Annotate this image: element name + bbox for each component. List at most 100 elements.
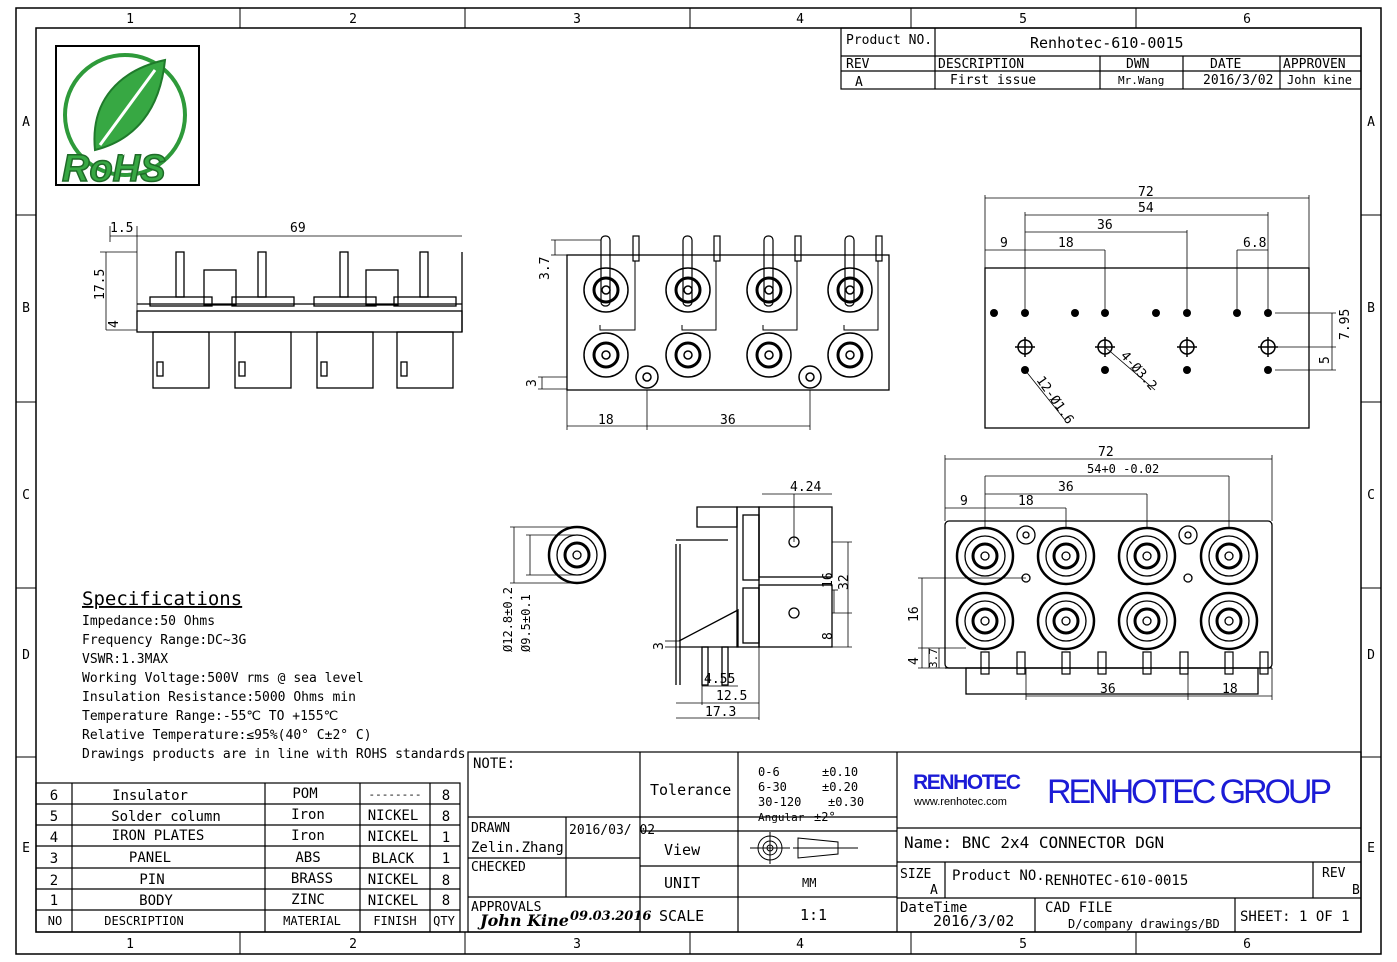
row-label: C xyxy=(22,488,30,503)
col-label: 6 xyxy=(1243,937,1251,952)
bom-cell: 6 xyxy=(50,788,58,804)
cad-label: CAD FILE xyxy=(1045,900,1112,916)
spec-line: VSWR:1.3MAX xyxy=(82,652,168,667)
view-label: View xyxy=(664,841,701,859)
dim-label: Ø12.8±0.2 xyxy=(501,587,515,652)
side-section xyxy=(665,493,852,720)
dim-label: 72 xyxy=(1098,445,1114,460)
specifications: Specifications Impedance:50 Ohms Frequen… xyxy=(82,588,466,762)
tolerance-range: 6-30 xyxy=(758,780,787,794)
col-label: 3 xyxy=(573,12,581,27)
size-value: A xyxy=(930,883,938,898)
unit-label: UNIT xyxy=(664,874,700,892)
bom-cell: NICKEL xyxy=(368,808,419,824)
col-label: 5 xyxy=(1019,12,1027,27)
rev-header: REV xyxy=(846,57,870,72)
dim-label: 5 xyxy=(1318,356,1333,364)
side-section-dims: 4.24 16 32 8 3 4.55 12.5 17.3 Ø12.8±0.2 … xyxy=(501,480,852,720)
rev-header: APPROVEN xyxy=(1283,57,1346,72)
frame-grid-ticks xyxy=(16,8,1381,954)
end-view xyxy=(510,525,607,585)
drawn-by: Zelin.Zhang xyxy=(471,840,564,856)
bom-cell: 1 xyxy=(442,851,450,867)
dim-label: 69 xyxy=(290,221,306,236)
bom-cell: 1 xyxy=(442,830,450,846)
drawn-label: DRAWN xyxy=(471,821,510,836)
bom-row: 6 Insulator POM -------- 8 xyxy=(50,786,450,804)
specs-title: Specifications xyxy=(82,588,242,610)
size-label: SIZE xyxy=(900,867,931,882)
row-label: B xyxy=(1367,301,1375,316)
bom-cell: BLACK xyxy=(372,851,415,867)
row-label: B xyxy=(22,301,30,316)
bom-cell: 5 xyxy=(50,809,58,825)
bom-cell: 8 xyxy=(442,893,450,909)
dim-label: 54+0 -0.02 xyxy=(1087,462,1159,476)
bom-cell: NICKEL xyxy=(368,829,419,845)
dim-label: 36 xyxy=(1058,480,1074,495)
dim-label: 36 xyxy=(1097,218,1113,233)
bom-cell: 8 xyxy=(442,873,450,889)
dim-label: 18 xyxy=(1222,682,1238,697)
sheet-number: SHEET: 1 OF 1 xyxy=(1240,909,1350,925)
rev-product-no-label: Product NO. xyxy=(846,33,932,48)
pcb-layout xyxy=(984,195,1336,429)
spec-line: Insulation Resistance:5000 Ohms min xyxy=(82,690,356,705)
col-label: 1 xyxy=(126,12,134,27)
spec-line: Relative Temperature:≤95%(40° C±2° C) xyxy=(82,728,372,743)
tolerance-value: ±0.20 xyxy=(822,780,858,794)
bom-header-cell: NO xyxy=(48,914,62,928)
dim-label: 6.8 xyxy=(1243,236,1266,251)
tolerance-value: ±2° xyxy=(814,810,836,824)
dim-label: 4.55 xyxy=(704,672,735,687)
bom-cell: ABS xyxy=(295,850,320,866)
dim-label: 17.3 xyxy=(705,705,736,720)
bom-cell: -------- xyxy=(369,788,422,801)
col-label: 4 xyxy=(796,937,804,952)
dim-label: 8 xyxy=(821,632,836,640)
dim-label: 36 xyxy=(720,413,736,428)
bom-cell: 8 xyxy=(442,788,450,804)
bom-cell: NICKEL xyxy=(368,872,419,888)
outer-border xyxy=(15,7,1382,955)
dim-label: 3.7 xyxy=(927,648,940,668)
note-label: NOTE: xyxy=(473,756,515,772)
bom-text: 6 Insulator POM -------- 8 5 Solder colu… xyxy=(48,786,456,928)
row-label: E xyxy=(1367,841,1375,856)
dim-label: 4 xyxy=(107,320,122,328)
checked-label: CHECKED xyxy=(471,860,526,875)
drawn-date: 2016/03/ 02 xyxy=(569,823,655,838)
bom-row: 2 PIN BRASS NICKEL 8 xyxy=(50,871,450,889)
bom-header-cell: FINISH xyxy=(373,914,416,928)
spec-line: Working Voltage:500V rms @ sea level xyxy=(82,671,364,686)
bom-row: 3 PANEL ABS BLACK 1 xyxy=(50,850,450,867)
view-symbol-icon xyxy=(750,832,858,864)
dim-label: 12-Ø1.6 xyxy=(1033,374,1077,427)
company-url: www.renhotec.com xyxy=(913,796,1007,808)
bom-table xyxy=(35,782,461,933)
product-no: RENHOTEC-610-0015 xyxy=(1045,873,1188,889)
bom-cell: 8 xyxy=(442,809,450,825)
approvals-label: APPROVALS xyxy=(471,900,541,915)
rev-product-no: Renhotec-610-0015 xyxy=(1030,34,1184,52)
datetime-label: DateTime xyxy=(900,900,967,916)
scale-label: SCALE xyxy=(659,907,704,925)
rohs-logo-text: RoHS xyxy=(62,148,165,190)
approver-signature: John Kine xyxy=(477,911,569,930)
dim-label: 32 xyxy=(837,574,852,590)
front-sockets xyxy=(583,267,873,389)
dim-label: 4-Ø3.2 xyxy=(1117,349,1160,394)
dim-label: 18 xyxy=(1018,494,1034,509)
row-label: D xyxy=(22,648,30,663)
panel-view xyxy=(918,455,1273,700)
bom-header-cell: QTY xyxy=(433,914,455,928)
bom-cell: 4 xyxy=(50,830,58,846)
approval-date: 09.03.2016 xyxy=(570,909,651,924)
panel-dims: 72 54+0 -0.02 36 9 18 16 4 3.7 36 18 xyxy=(907,445,1238,697)
title-block-text: NOTE: DRAWN Zelin.Zhang 2016/03/ 02 CHEC… xyxy=(471,756,1360,931)
col-label: 2 xyxy=(349,12,357,27)
dim-label: 4 xyxy=(907,657,922,665)
dim-label: 72 xyxy=(1138,185,1154,200)
dim-label: Ø9.5±0.1 xyxy=(519,594,533,652)
